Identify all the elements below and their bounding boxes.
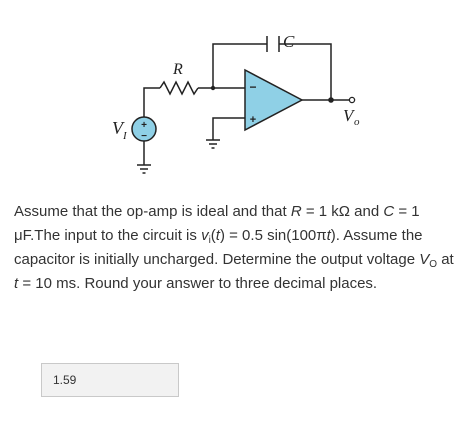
answer-input[interactable] bbox=[41, 363, 179, 397]
resistor-label: R bbox=[172, 61, 183, 78]
capacitor-symbol bbox=[266, 36, 280, 52]
question-text: Assume that the op-amp is ideal and that… bbox=[14, 203, 454, 292]
resistor-symbol bbox=[159, 80, 199, 96]
circuit-diagram: C R V I V o − + + − bbox=[112, 32, 360, 174]
output-terminal bbox=[348, 96, 356, 104]
feedback-wire bbox=[212, 43, 332, 100]
opamp-plus-label: + bbox=[250, 114, 256, 126]
capacitor-label: C bbox=[283, 32, 295, 51]
voltage-source-symbol bbox=[131, 116, 157, 142]
output-voltage-label: V bbox=[343, 106, 356, 125]
ground-wire-opamp bbox=[212, 117, 245, 140]
feedback-junction-dot bbox=[210, 85, 216, 91]
input-wire bbox=[143, 87, 160, 118]
output-voltage-subscript: o bbox=[354, 116, 360, 128]
source-minus-label: − bbox=[141, 131, 147, 142]
source-plus-label: + bbox=[141, 120, 147, 131]
ground-symbol-source bbox=[137, 164, 151, 174]
opamp-symbol bbox=[244, 68, 304, 132]
ground-symbol-opamp bbox=[206, 139, 220, 149]
input-voltage-label: V bbox=[112, 118, 125, 138]
input-voltage-subscript: I bbox=[122, 130, 128, 142]
junction-dot bbox=[328, 97, 334, 103]
opamp-minus-label: − bbox=[249, 80, 256, 94]
